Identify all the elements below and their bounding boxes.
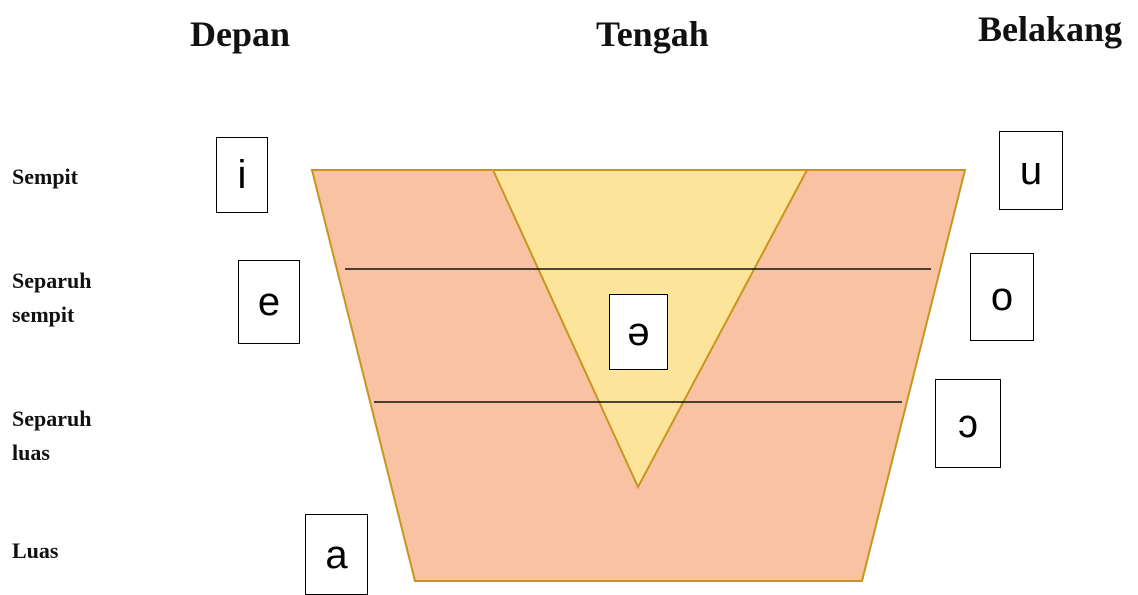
vowel-u-box: u bbox=[999, 131, 1063, 210]
vowel-a-box: a bbox=[305, 514, 368, 595]
vowel-i-box: i bbox=[216, 137, 268, 213]
vowel-e-box: e bbox=[238, 260, 300, 344]
column-header-back: Belakang bbox=[978, 9, 1123, 49]
vowel-open-o-box: ɔ bbox=[935, 379, 1001, 468]
row-label-open: Luas bbox=[12, 538, 59, 563]
vowel-schwa-box: ə bbox=[609, 294, 668, 370]
vowel-o-box: o bbox=[970, 253, 1034, 341]
column-header-front: Depan bbox=[190, 14, 291, 54]
row-label-open-mid: Separuh luas bbox=[12, 406, 92, 465]
row-label-close-mid: Separuh sempit bbox=[12, 268, 92, 327]
row-label-close: Sempit bbox=[12, 164, 78, 189]
column-header-central: Tengah bbox=[596, 14, 709, 54]
